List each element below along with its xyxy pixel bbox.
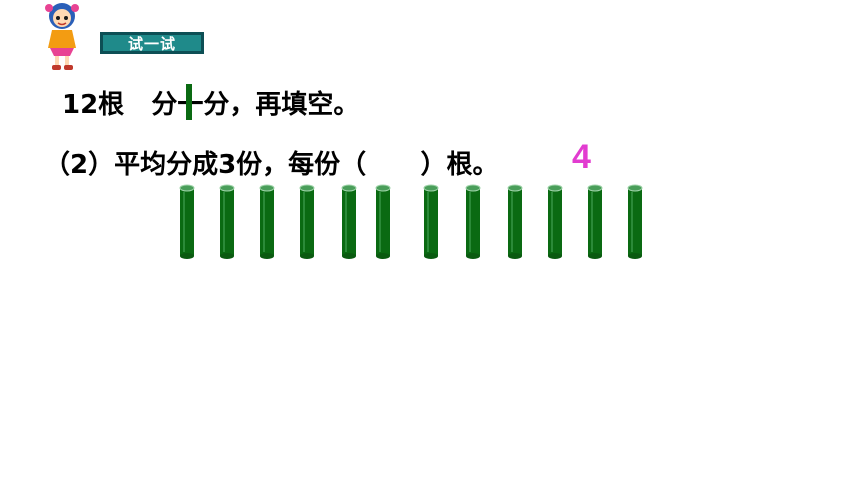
- counting-stick: [259, 184, 275, 259]
- counting-stick: [299, 184, 315, 259]
- counting-stick: [179, 184, 195, 259]
- instruction-line: 12根 分一分，再填空。: [62, 90, 360, 120]
- badge-label: 试一试: [127, 34, 176, 53]
- counting-stick: [375, 184, 391, 259]
- counting-stick: [341, 184, 357, 259]
- counting-stick: [465, 184, 481, 259]
- counting-stick: [507, 184, 523, 259]
- counting-stick: [423, 184, 439, 259]
- divider-marker: [186, 84, 192, 120]
- counting-stick: [219, 184, 235, 259]
- counting-sticks: [179, 184, 643, 259]
- question-line: （2）平均分成3份，每份（ ）根。: [44, 150, 499, 180]
- try-it-badge: 试一试: [100, 32, 204, 54]
- cartoon-girl-icon: [45, 3, 79, 70]
- answer-value: 4: [572, 138, 591, 176]
- counting-stick: [627, 184, 643, 259]
- counting-stick: [547, 184, 563, 259]
- counting-stick: [587, 184, 603, 259]
